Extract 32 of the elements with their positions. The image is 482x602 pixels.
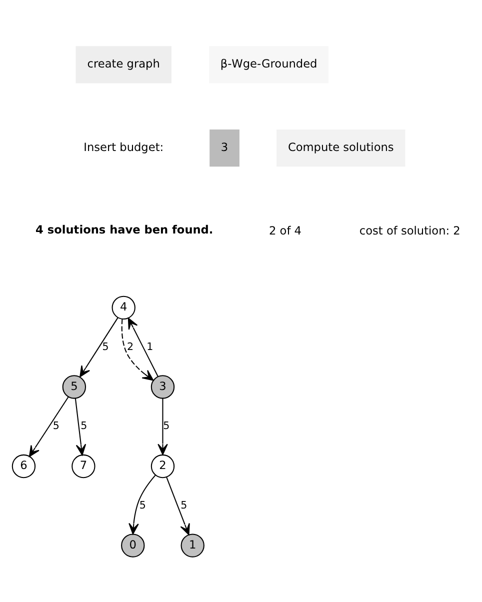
node-circle: 5	[62, 374, 86, 398]
arrow	[158, 398, 168, 454]
arrow	[166, 476, 190, 535]
node-circle: 6	[12, 454, 36, 478]
node-circle: 7	[72, 454, 96, 478]
node-circle: 0	[121, 533, 145, 557]
label: Insert budget:	[84, 139, 164, 154]
node-circle: 2	[150, 454, 175, 478]
edge-label: 5	[163, 420, 170, 432]
edge-label: 5	[139, 498, 146, 511]
arrow	[121, 318, 154, 380]
node-circle: 3	[150, 374, 175, 398]
arrow	[74, 398, 86, 455]
label: 2 of 4	[269, 222, 302, 237]
label: β-Wge-Grounded	[220, 56, 318, 70]
edge-label: 5	[102, 340, 109, 352]
arrow	[128, 317, 158, 376]
edge-label: 5	[180, 498, 188, 511]
edge-label: 5	[52, 420, 60, 432]
label: 4 solutions have ben found.	[36, 222, 214, 236]
edge-label: 1	[146, 340, 154, 352]
arrow	[128, 474, 156, 534]
label: Compute solutions	[288, 139, 394, 154]
label: create graph	[87, 56, 160, 70]
label: cost of solution: 2	[359, 222, 460, 237]
node-circle: 1	[180, 533, 204, 557]
label: 3	[220, 139, 228, 154]
arrow	[28, 396, 69, 456]
edge-label: 5	[80, 420, 88, 432]
arrow	[80, 316, 118, 377]
edge-label: 2	[127, 340, 134, 352]
node-circle: 4	[112, 295, 136, 320]
